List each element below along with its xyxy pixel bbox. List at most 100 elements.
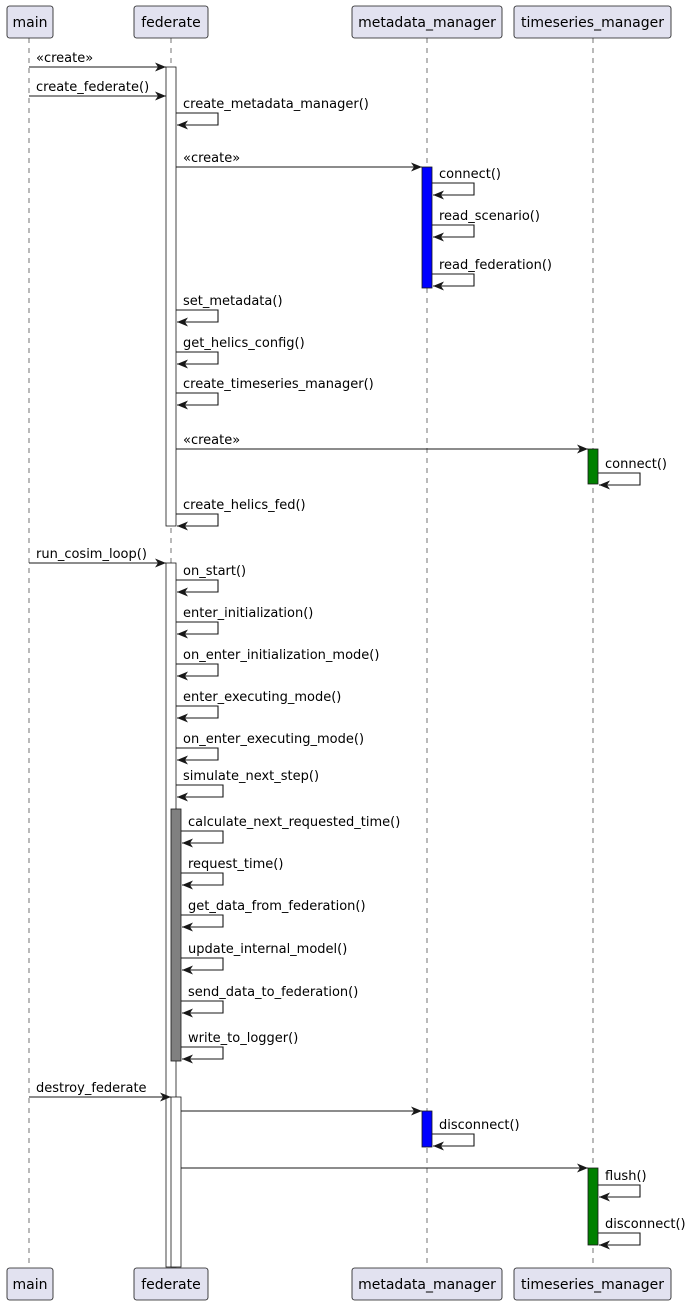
message-26: destroy_federate — [29, 1081, 171, 1102]
arrow-head — [177, 755, 188, 765]
arrow-head — [177, 521, 188, 531]
arrow-head — [182, 880, 193, 890]
self-message-label: on_enter_executing_mode() — [183, 732, 364, 747]
self-message-line — [598, 472, 641, 486]
arrow-head — [182, 1008, 193, 1018]
message-7: set_metadata() — [176, 294, 283, 327]
arrow-head — [182, 1054, 193, 1064]
self-message-label: on_start() — [183, 564, 246, 579]
message-5: read_scenario() — [432, 209, 540, 242]
activation-bar-federate — [170, 808, 182, 1062]
arrow-head — [155, 62, 166, 72]
message-3: «create» — [176, 151, 422, 172]
activation-bars — [165, 66, 599, 1268]
message-4: connect() — [432, 167, 501, 200]
message-23: update_internal_model() — [181, 942, 347, 975]
arrow-head — [433, 1141, 444, 1151]
self-message-label: set_metadata() — [183, 294, 283, 309]
self-message-line — [176, 579, 219, 593]
self-message-label: create_metadata_manager() — [183, 97, 369, 112]
participant-box — [6, 5, 54, 39]
arrow-head — [577, 1163, 588, 1173]
arrow-head — [433, 281, 444, 291]
arrow-head — [177, 713, 188, 723]
arrow-head — [177, 671, 188, 681]
message-15: enter_initialization() — [176, 606, 313, 639]
arrow-head — [182, 838, 193, 848]
participant-box — [133, 1267, 209, 1301]
participant-federate-top: federate — [133, 5, 209, 39]
message-13: run_cosim_loop() — [29, 547, 166, 568]
message-22: get_data_from_federation() — [181, 899, 366, 932]
message-24: send_data_to_federation() — [181, 985, 358, 1018]
self-message-line — [176, 747, 219, 761]
arrow-head — [182, 965, 193, 975]
arrow-head — [155, 91, 166, 101]
self-message-line — [181, 1000, 224, 1014]
message-19: simulate_next_step() — [176, 769, 319, 802]
self-message-line — [598, 1232, 641, 1246]
participant-label: timeseries_manager — [521, 1277, 664, 1293]
message-label: destroy_federate — [36, 1081, 147, 1096]
self-message-label: disconnect() — [439, 1118, 520, 1133]
participant-box — [133, 5, 209, 39]
message-30: flush() — [598, 1169, 647, 1202]
participant-headers: main main federate federate metadata_manager… — [6, 5, 672, 1301]
self-message-label: create_timeseries_manager() — [183, 377, 374, 392]
participant-metadata_manager-top: metadata_manager — [351, 5, 503, 39]
message-label: «create» — [183, 151, 240, 166]
participant-timeseries_manager-top: timeseries_manager — [513, 5, 672, 39]
arrow-head — [177, 587, 188, 597]
self-message-line — [432, 182, 475, 196]
self-message-line — [176, 621, 219, 635]
self-message-line — [176, 112, 219, 126]
self-message-line — [176, 351, 219, 365]
message-12: create_helics_fed() — [176, 498, 306, 531]
self-message-label: simulate_next_step() — [183, 769, 319, 784]
message-label: create_federate() — [36, 80, 149, 95]
activation-bar-timeseries_manager — [587, 1167, 599, 1246]
message-31: disconnect() — [598, 1217, 686, 1250]
arrow-head — [599, 480, 610, 490]
self-message-line — [176, 309, 219, 323]
activation-bar-metadata_manager — [421, 1110, 433, 1148]
participant-federate-bottom: federate — [133, 1267, 209, 1301]
self-message-label: on_enter_initialization_mode() — [183, 648, 379, 663]
self-message-label: calculate_next_requested_time() — [188, 815, 400, 830]
self-message-label: create_helics_fed() — [183, 498, 306, 513]
self-message-label: flush() — [605, 1169, 647, 1184]
participant-box — [351, 1267, 503, 1301]
self-message-label: connect() — [605, 457, 667, 472]
self-message-label: read_federation() — [439, 258, 552, 273]
participant-metadata_manager-bottom: metadata_manager — [351, 1267, 503, 1301]
self-message-line — [598, 1184, 641, 1198]
participant-timeseries_manager-bottom: timeseries_manager — [513, 1267, 672, 1301]
activation-bar-federate — [170, 1096, 182, 1268]
self-message-label: enter_initialization() — [183, 606, 313, 621]
arrow-head — [599, 1240, 610, 1250]
participant-label: main — [13, 1277, 48, 1293]
arrow-head — [177, 317, 188, 327]
participant-label: main — [13, 15, 48, 31]
self-message-line — [181, 872, 224, 886]
participant-main-bottom: main — [6, 1267, 54, 1301]
self-message-line — [432, 1133, 475, 1147]
message-0: «create» — [29, 51, 166, 72]
message-14: on_start() — [176, 564, 246, 597]
message-2: create_metadata_manager() — [176, 97, 369, 130]
participant-box — [513, 1267, 672, 1301]
self-message-line — [176, 705, 219, 719]
message-21: request_time() — [181, 857, 283, 890]
message-9: create_timeseries_manager() — [176, 377, 374, 410]
arrow-head — [433, 190, 444, 200]
arrow-head — [411, 162, 422, 172]
message-29 — [181, 1163, 588, 1173]
arrow-head — [177, 120, 188, 130]
arrow-head — [411, 1106, 422, 1116]
message-17: enter_executing_mode() — [176, 690, 341, 723]
message-18: on_enter_executing_mode() — [176, 732, 364, 765]
messages: «create» create_federate() create_metadata… — [29, 51, 686, 1250]
self-message-line — [432, 273, 475, 287]
arrow-head — [177, 359, 188, 369]
arrow-head — [155, 558, 166, 568]
